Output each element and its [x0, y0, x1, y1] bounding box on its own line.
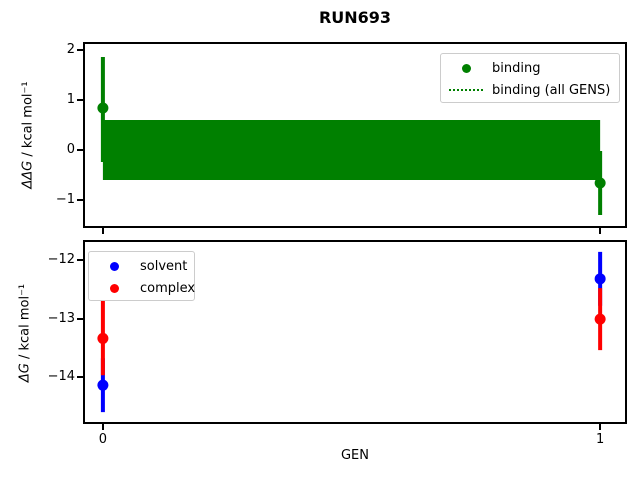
top-subplot-plot-area	[97, 57, 606, 215]
legend-item-binding: binding	[449, 57, 611, 79]
legend-top: binding binding (all GENS)	[440, 53, 620, 103]
all-gens-band	[102, 120, 601, 180]
complex-marker-icon	[97, 283, 131, 293]
legend-label-solvent: solvent	[140, 258, 188, 274]
y-tick-label: 2	[66, 42, 75, 57]
x-tick-mark	[101, 228, 104, 234]
complex-marker	[97, 332, 109, 344]
y-axis-label-bottom-units: / kcal mol⁻¹	[17, 283, 33, 364]
x-axis-label: GEN	[340, 448, 369, 463]
legend-bottom: solvent complex	[88, 251, 195, 301]
y-tick-mark	[77, 317, 83, 320]
x-tick-label: 1	[595, 432, 605, 447]
x-tick-mark	[101, 424, 104, 430]
chart-title: RUN693	[318, 8, 392, 27]
dotted-line-icon	[449, 89, 483, 91]
legend-item-binding-all-gens: binding (all GENS)	[449, 79, 611, 101]
legend-item-solvent: solvent	[97, 255, 188, 277]
complex-marker	[594, 313, 606, 325]
y-tick-mark	[77, 49, 83, 51]
x-tick-mark	[599, 424, 602, 430]
y-tick-label: 1	[66, 92, 75, 107]
y-tick-label: −12	[47, 252, 75, 268]
bottom-subplot-plot-area	[97, 251, 606, 413]
y-tick-label: −14	[47, 369, 75, 384]
y-axis-label-top: ΔΔG / kcal mol⁻¹	[21, 81, 36, 188]
legend-label-complex: complex	[140, 280, 196, 296]
y-tick-mark	[77, 99, 83, 101]
y-tick-mark	[77, 199, 83, 201]
y-tick-mark	[77, 259, 83, 262]
legend-label-binding: binding	[492, 60, 541, 76]
x-tick-mark	[599, 228, 602, 234]
binding-marker-icon	[449, 63, 483, 73]
y-axis-label-bottom-symbol: ΔG	[17, 363, 33, 383]
y-tick-mark	[77, 149, 83, 151]
y-axis-label-bottom: ΔG / kcal mol⁻¹	[18, 284, 33, 382]
binding-marker	[594, 177, 606, 189]
legend-item-complex: complex	[97, 277, 195, 299]
y-axis-label-top-symbol: ΔΔG	[20, 160, 36, 189]
binding-marker	[97, 102, 109, 114]
x-tick-label: 0	[98, 432, 108, 447]
legend-label-binding-all-gens: binding (all GENS)	[492, 82, 611, 98]
y-tick-label: −1	[55, 192, 75, 207]
y-tick-label: −13	[47, 310, 75, 326]
y-tick-mark	[77, 376, 83, 378]
y-tick-label: 0	[66, 142, 75, 157]
y-axis-label-top-units: / kcal mol⁻¹	[20, 81, 36, 161]
solvent-marker	[594, 273, 606, 285]
solvent-marker-icon	[97, 261, 131, 271]
solvent-marker	[97, 379, 109, 391]
